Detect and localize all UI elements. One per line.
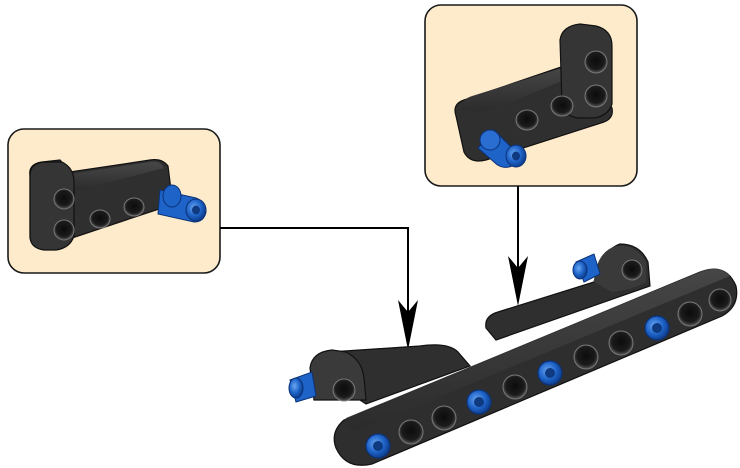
- hole: [332, 378, 356, 402]
- hole: [515, 109, 539, 131]
- arrow-right: [508, 186, 528, 306]
- arrow-left: [220, 227, 418, 350]
- callout-left: [7, 128, 221, 274]
- hole: [677, 301, 703, 327]
- hole: [608, 330, 634, 356]
- hole: [123, 197, 145, 217]
- assembly-straight-liftarm: [333, 268, 738, 466]
- callout-right: [424, 4, 638, 187]
- blue-pin: [572, 253, 601, 283]
- blue-pin: [288, 371, 317, 403]
- blue-pin: [157, 184, 207, 223]
- hole: [53, 219, 75, 241]
- hole: [502, 374, 528, 400]
- hole: [573, 344, 599, 370]
- hole: [621, 259, 643, 281]
- blue-pin: [477, 129, 527, 168]
- hole: [431, 405, 457, 431]
- hole: [550, 95, 574, 117]
- bent-liftarm-left-part: [29, 159, 207, 251]
- assembly-bent-liftarm-right: [485, 243, 651, 341]
- hole: [708, 288, 732, 312]
- hole: [89, 209, 111, 229]
- hole: [398, 419, 424, 445]
- bent-liftarm-right-part: [454, 23, 613, 168]
- hole: [584, 84, 608, 108]
- hole: [584, 50, 608, 74]
- hole: [53, 188, 75, 210]
- main-assembly: [288, 243, 738, 466]
- assembly-bent-liftarm-left: [288, 344, 472, 405]
